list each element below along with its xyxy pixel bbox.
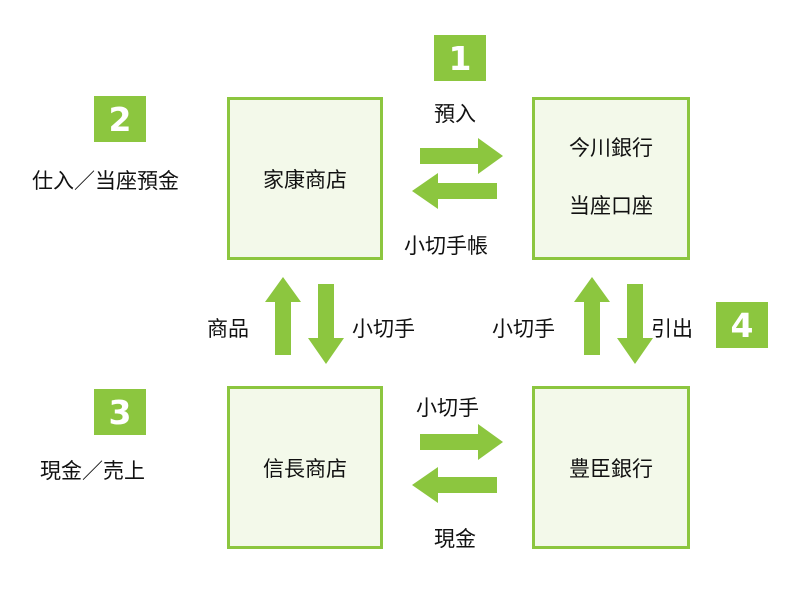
ieyasu-shop-label: 家康商店 bbox=[263, 167, 347, 192]
step-3-badge: 3 bbox=[94, 389, 146, 435]
cash-sales-entry-label: 現金／売上 bbox=[40, 459, 145, 483]
withdrawal-label: 引出 bbox=[651, 317, 693, 341]
ieyasu-shop-box: 家康商店 bbox=[227, 97, 383, 260]
check-label-bottom: 小切手 bbox=[416, 396, 479, 420]
goods-label: 商品 bbox=[207, 317, 249, 341]
imagawa-bank-box: 今川銀行 当座口座 bbox=[532, 97, 690, 260]
step-4-badge: 4 bbox=[716, 302, 768, 348]
step-1-badge: 1 bbox=[434, 35, 486, 81]
purchase-entry-label: 仕入／当座預金 bbox=[32, 169, 179, 193]
arrow-down-withdrawal bbox=[617, 284, 653, 364]
toyotomi-bank-label: 豊臣銀行 bbox=[569, 456, 653, 481]
arrow-down-check-left bbox=[308, 284, 344, 364]
current-account-label: 当座口座 bbox=[569, 193, 653, 218]
step-2-badge: 2 bbox=[94, 96, 146, 142]
checkbook-label: 小切手帳 bbox=[404, 234, 488, 258]
imagawa-bank-label: 今川銀行 bbox=[569, 135, 653, 160]
arrow-left-checkbook bbox=[412, 173, 497, 209]
arrow-up-goods bbox=[265, 277, 301, 355]
arrow-up-check-right bbox=[574, 277, 610, 355]
check-label-right: 小切手 bbox=[492, 317, 555, 341]
toyotomi-bank-box: 豊臣銀行 bbox=[532, 386, 690, 549]
nobunaga-shop-box: 信長商店 bbox=[227, 386, 383, 549]
arrow-right-check-bottom bbox=[420, 424, 503, 460]
nobunaga-shop-label: 信長商店 bbox=[263, 456, 347, 481]
arrow-right-deposit bbox=[420, 138, 503, 174]
check-label-left: 小切手 bbox=[352, 317, 415, 341]
cash-label: 現金 bbox=[434, 527, 476, 551]
deposit-label: 預入 bbox=[434, 102, 476, 126]
arrow-left-cash bbox=[412, 467, 497, 503]
